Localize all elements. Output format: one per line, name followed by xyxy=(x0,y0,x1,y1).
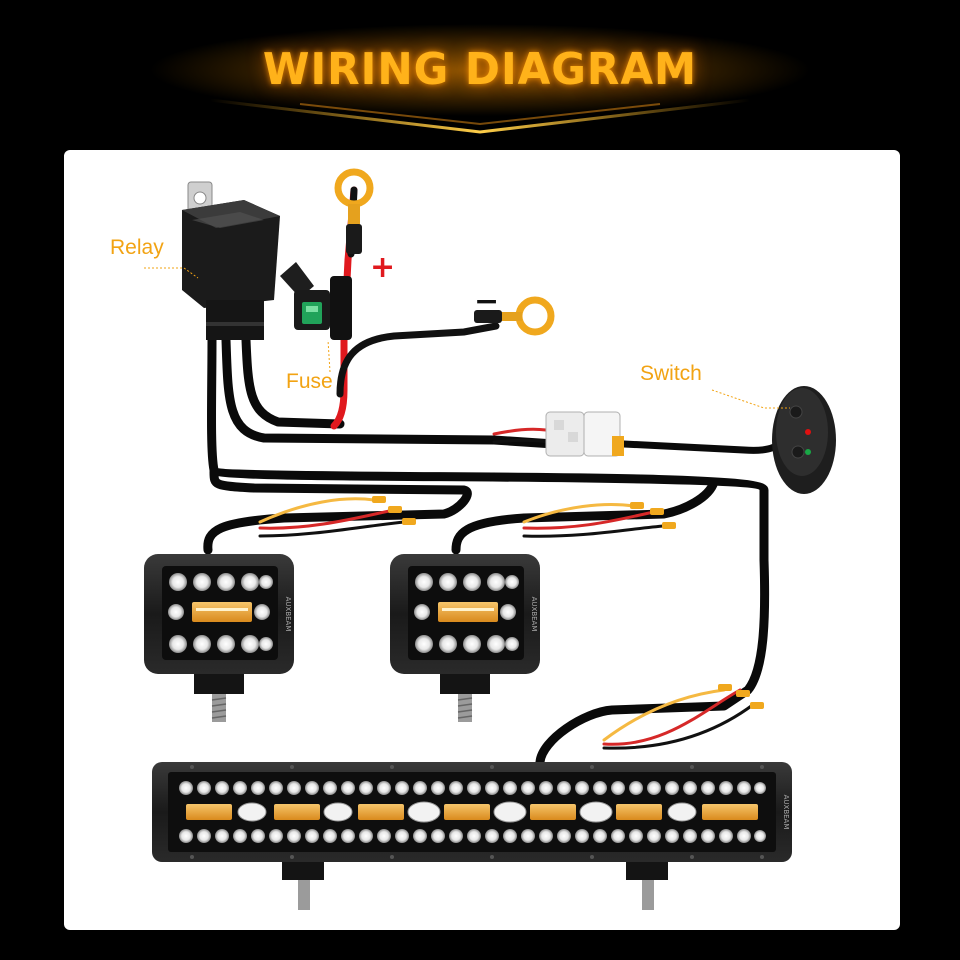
signal-wires xyxy=(258,497,756,750)
switch-label: Switch xyxy=(640,362,702,385)
fuse-holder-icon xyxy=(280,262,352,340)
positive-sign: + xyxy=(370,250,396,285)
main-harness xyxy=(203,335,770,767)
led-pod-light-icon: AUXBEAM xyxy=(144,554,294,722)
negative-ring-terminal-icon xyxy=(474,296,555,336)
pod-brand-text: AUXBEAM xyxy=(530,597,538,632)
led-pod-light-icon: AUXBEAM xyxy=(390,554,540,722)
pod-brand-text: AUXBEAM xyxy=(284,597,292,632)
wiring-diagram: AUXBEAM AUXBEAM xyxy=(144,168,836,910)
bar-brand-text: AUXBEAM xyxy=(782,795,790,830)
positive-ring-terminal-icon xyxy=(334,168,374,254)
diagram-panel: AUXBEAM AUXBEAM xyxy=(64,150,900,930)
negative-sign: − xyxy=(474,284,500,319)
fuse-label: Fuse xyxy=(286,370,333,393)
bullet-connectors xyxy=(372,496,764,709)
connector-plug-icon xyxy=(545,411,624,457)
header: WIRING DIAGRAM xyxy=(0,0,960,150)
relay-icon xyxy=(182,181,280,340)
rocker-switch-icon xyxy=(772,386,836,494)
led-light-bar-icon: AUXBEAM xyxy=(152,762,792,910)
relay-label: Relay xyxy=(110,236,164,259)
header-glow-decoration xyxy=(150,24,810,134)
page-title: WIRING DIAGRAM xyxy=(262,44,698,95)
label-leader-lines xyxy=(144,267,790,409)
